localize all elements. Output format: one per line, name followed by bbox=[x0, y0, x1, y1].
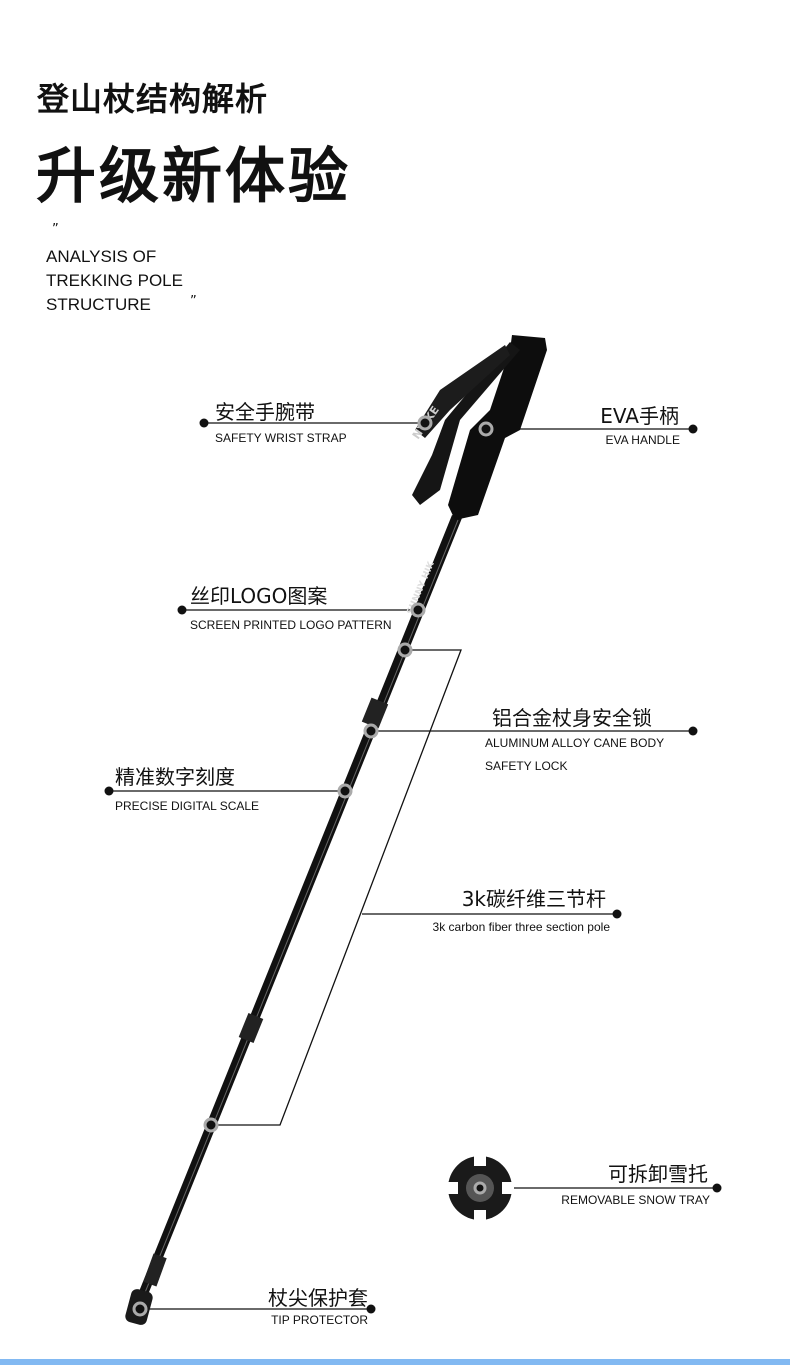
callout-wrist-strap-cn: 安全手腕带 bbox=[215, 400, 315, 424]
callout-eva-handle-en: EVA HANDLE bbox=[605, 433, 680, 447]
subtitle-line-1: ANALYSIS OF bbox=[46, 247, 157, 266]
page-title: 登山杖结构解析 bbox=[37, 80, 269, 118]
callout-logo-cn: 丝印LOGO图案 bbox=[190, 584, 328, 608]
callout-scale-en: PRECISE DIGITAL SCALE bbox=[115, 799, 260, 813]
leader-lines bbox=[109, 422, 717, 1310]
callout-lock-en: ALUMINUM ALLOY CANE BODY bbox=[485, 736, 665, 750]
callout-scale-cn: 精准数字刻度 bbox=[115, 765, 235, 789]
callout-snow-tray-en: REMOVABLE SNOW TRAY bbox=[561, 1193, 710, 1207]
callout-eva-handle-cn: EVA手柄 bbox=[600, 404, 679, 428]
headline: 升级新体验 bbox=[36, 142, 351, 212]
callout-tip-cn: 杖尖保护套 bbox=[268, 1286, 368, 1310]
subtitle-line-3: STRUCTURE bbox=[46, 295, 151, 314]
leader-end-dots bbox=[104, 418, 722, 1314]
callout-lock-cn: 铝合金杖身安全锁 bbox=[492, 706, 652, 730]
callout-wrist-strap-en: SAFETY WRIST STRAP bbox=[215, 431, 347, 445]
open-quote: ” bbox=[52, 222, 59, 237]
subtitle-line-2: TREKKING POLE bbox=[46, 271, 183, 290]
callout-lock-en-2: SAFETY LOCK bbox=[485, 759, 568, 773]
callout-snow-tray-cn: 可拆卸雪托 bbox=[608, 1162, 708, 1186]
callout-carbon-cn: 3k碳纤维三节杆 bbox=[461, 887, 606, 911]
callout-carbon-en: 3k carbon fiber three section pole bbox=[432, 920, 610, 934]
bottom-accent-bar bbox=[0, 1359, 790, 1365]
pole-markers bbox=[132, 415, 494, 1317]
callout-tip-en: TIP PROTECTOR bbox=[271, 1313, 368, 1327]
close-quote: ” bbox=[190, 294, 197, 309]
callout-logo-en: SCREEN PRINTED LOGO PATTERN bbox=[190, 618, 392, 632]
